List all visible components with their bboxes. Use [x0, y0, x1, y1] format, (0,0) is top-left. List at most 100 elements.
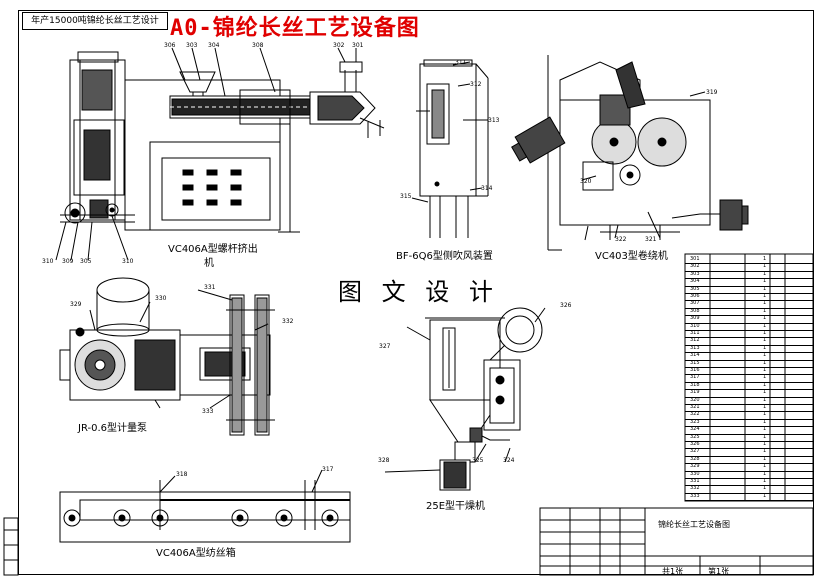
part-number: 311	[455, 59, 467, 66]
parts-list-code: 333	[690, 492, 700, 499]
parts-list-qty: 1	[763, 307, 767, 314]
parts-list-row	[685, 441, 813, 442]
part-number: 317	[322, 466, 334, 473]
parts-list-row	[685, 307, 813, 309]
parts-list-row	[685, 404, 813, 405]
part-number: 314	[481, 185, 493, 192]
title-block	[3, 507, 814, 576]
part-number: 326	[560, 302, 572, 309]
part-number: 302	[333, 42, 345, 49]
parts-list-qty: 1	[763, 322, 767, 329]
parts-list-row	[685, 411, 813, 413]
part-number: 325	[472, 457, 484, 464]
part-number: 329	[70, 301, 82, 308]
quench-drawing	[411, 59, 489, 238]
part-number: 328	[378, 457, 390, 464]
parts-list-row	[685, 315, 813, 317]
parts-list-qty: 1	[763, 470, 767, 477]
parts-list-qty: 1	[763, 389, 767, 396]
dryer-drawing	[384, 307, 546, 491]
parts-list-code: 327	[690, 448, 700, 455]
extruder-caption-line2: 机	[204, 258, 214, 269]
parts-list-code: 319	[690, 389, 700, 396]
parts-list-row	[685, 285, 813, 287]
parts-list-qty: 1	[763, 433, 767, 440]
part-number: 315	[400, 193, 412, 200]
part-number: 305	[80, 258, 92, 265]
parts-list-code: 311	[690, 330, 700, 336]
parts-list-qty: 1	[763, 374, 767, 381]
parts-list-code: 318	[690, 381, 700, 388]
metering-pump-drawing	[59, 277, 275, 436]
parts-list-row	[685, 500, 813, 502]
part-number: 312	[470, 81, 482, 88]
parts-list-qty: 1	[763, 285, 767, 292]
parts-list-qty: 1	[763, 411, 767, 418]
project-tag: 年产15000吨锦纶长丝工艺设计	[22, 12, 168, 30]
parts-list-qty: 1	[763, 278, 767, 285]
parts-list-qty: 1	[763, 300, 767, 307]
parts-list-row	[685, 455, 813, 457]
parts-list-row	[685, 478, 813, 479]
parts-list-qty: 1	[763, 293, 767, 299]
parts-list-code: 316	[690, 367, 700, 373]
parts-list-row	[685, 263, 813, 265]
parts-list-code: 324	[690, 426, 700, 433]
parts-list-code: 326	[690, 441, 700, 447]
part-number: 318	[176, 471, 188, 478]
parts-list-code: 329	[690, 463, 700, 470]
parts-list-row	[685, 322, 813, 324]
title-block-sheet-number: 第1张	[708, 567, 730, 576]
spin-box-caption: VC406A型纺丝箱	[156, 548, 236, 559]
parts-list-row	[685, 278, 813, 280]
parts-list-code: 310	[690, 322, 700, 329]
part-number: 308	[252, 42, 264, 49]
parts-list-code: 313	[690, 344, 700, 351]
parts-list-code: 306	[690, 293, 700, 299]
part-number: 310	[122, 258, 134, 265]
parts-list-code: 304	[690, 278, 700, 285]
parts-list-row	[685, 293, 813, 294]
parts-list-code: 332	[690, 485, 700, 492]
part-number: 322	[615, 236, 627, 243]
part-number: 306	[164, 42, 176, 49]
part-number: 327	[379, 343, 391, 350]
parts-list-qty: 1	[763, 352, 767, 359]
part-number: 324	[503, 457, 515, 464]
parts-list-code: 303	[690, 270, 700, 277]
parts-list-qty: 1	[763, 263, 767, 270]
parts-list-qty: 1	[763, 396, 767, 403]
parts-list-qty: 1	[763, 344, 767, 351]
extruder-caption: VC406A型螺杆挤出	[168, 244, 258, 255]
dryer-caption: 25E型干燥机	[426, 501, 486, 512]
part-number: 330	[155, 295, 167, 302]
parts-list-qty: 1	[763, 256, 767, 262]
parts-list-qty: 1	[763, 330, 767, 336]
extruder-drawing	[55, 47, 385, 261]
parts-list-qty: 1	[763, 448, 767, 455]
parts-list-qty: 1	[763, 359, 767, 366]
winder-caption: VC403型卷绕机	[595, 251, 668, 262]
parts-list-code: 307	[690, 300, 700, 307]
parts-list-qty: 1	[763, 404, 767, 410]
parts-list-row	[685, 418, 813, 420]
parts-list-row	[685, 352, 813, 354]
part-number: 301	[352, 42, 364, 49]
parts-list-row	[685, 381, 813, 383]
part-number: 310	[42, 258, 54, 265]
parts-list-code: 309	[690, 315, 700, 322]
parts-list-code: 325	[690, 433, 700, 440]
part-number: 332	[282, 318, 294, 325]
parts-list-qty: 1	[763, 315, 767, 322]
parts-list-code: 323	[690, 418, 700, 425]
part-number: 331	[204, 284, 216, 291]
parts-list-row	[685, 433, 813, 435]
parts-list-qty: 1	[763, 337, 767, 344]
parts-list-row	[685, 389, 813, 391]
parts-list-code: 305	[690, 285, 700, 292]
parts-list-code: 320	[690, 396, 700, 403]
part-number: 321	[645, 236, 657, 243]
parts-list-qty: 1	[763, 463, 767, 470]
title-block-drawing-name: 锦纶长丝工艺设备图	[658, 520, 730, 529]
parts-list-table	[684, 253, 814, 502]
